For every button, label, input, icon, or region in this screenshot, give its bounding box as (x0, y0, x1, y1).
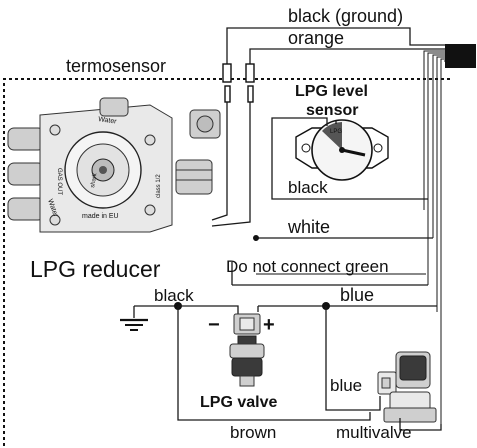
label-white: white (287, 217, 330, 237)
valve-plus-label: + (263, 314, 275, 336)
blue-wire (257, 305, 437, 312)
reducer-boundary (3, 78, 452, 446)
lpg-reducer-device: Water GAS OUT Water made in EU class 1/2… (7, 97, 221, 233)
reducer-brand-top: Water (98, 116, 118, 126)
label-lpg-reducer: LPG reducer (30, 256, 161, 282)
label-lpg-valve: LPG valve (200, 394, 277, 411)
label-lpg-level-line2: sensor (306, 102, 358, 119)
label-multivalve: multivalve (336, 423, 412, 442)
top-wires (226, 27, 445, 424)
reducer-model: shark (90, 172, 99, 188)
gauge-face-label: LPG (330, 129, 342, 135)
label-lpg-level-line1: LPG level (295, 83, 368, 100)
lpg-level-sensor: LPG level sensor LPG (271, 83, 428, 200)
reducer-made-in: made in EU (82, 213, 119, 220)
label-blue-lower: blue (330, 376, 362, 395)
label-termosensor: termosensor (66, 56, 166, 76)
label-do-not-connect-green: Do not connect green (226, 257, 389, 276)
reducer-gas-out: GAS OUT (56, 168, 62, 195)
label-black-sensor: black (288, 178, 328, 197)
connector-block (445, 44, 476, 68)
label-brown: brown (230, 423, 276, 442)
label-black-valve: black (154, 286, 194, 305)
green-wire (231, 262, 428, 286)
multivalve-device (377, 351, 442, 431)
ground-symbol (120, 305, 176, 331)
reducer-class: class 1/2 (156, 174, 162, 198)
termosensor-connectors (211, 63, 255, 227)
label-blue-top: blue (340, 285, 374, 305)
label-black-ground: black (ground) (288, 6, 403, 26)
lpg-valve-device: − + (208, 313, 275, 387)
label-orange: orange (288, 28, 344, 48)
valve-minus-label: − (208, 314, 220, 336)
